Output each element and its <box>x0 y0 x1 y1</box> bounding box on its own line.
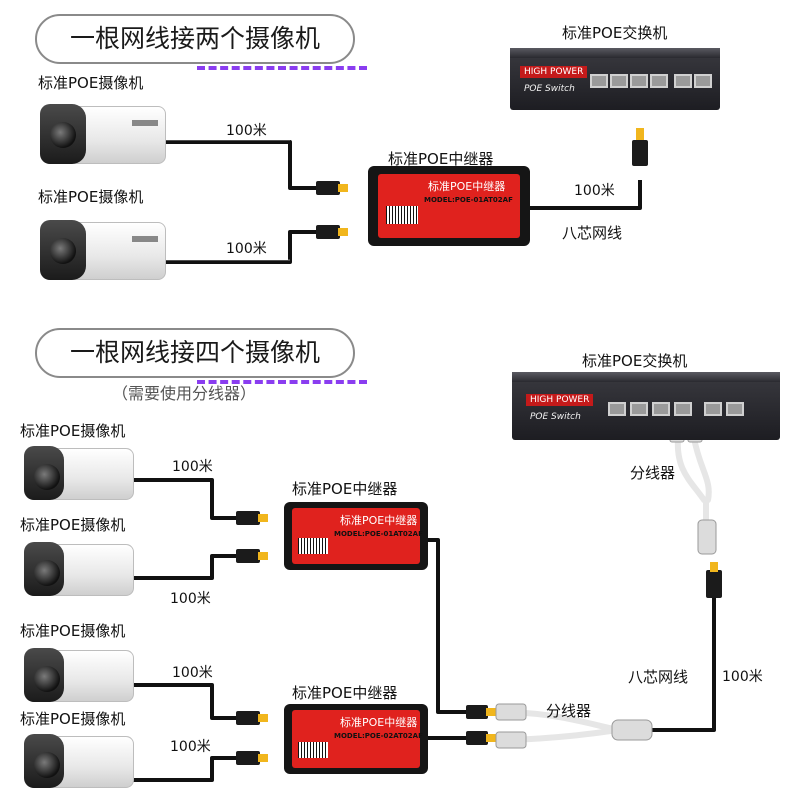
distance-label: 100米 <box>172 459 213 475</box>
camera-label: 标准POE摄像机 <box>20 710 126 728</box>
camera-label: 标准POE摄像机 <box>20 516 126 534</box>
camera-label: 标准POE摄像机 <box>20 422 126 440</box>
switch-brand: HIGH POWER <box>520 66 588 78</box>
camera-image <box>24 538 136 610</box>
splitter-label: 分线器 <box>546 702 592 720</box>
camera-image <box>40 100 170 180</box>
section2-title-pill: 一根网线接四个摄像机 <box>35 328 367 384</box>
title-underline-dash <box>197 380 367 384</box>
cable-cam-a <box>130 478 240 520</box>
section1-title-pill: 一根网线接两个摄像机 <box>35 14 367 70</box>
cable-cam1-to-repeater <box>165 140 320 190</box>
repeater-model: MODEL:POE-01AT02AF <box>424 196 513 204</box>
switch-name: POE Switch <box>524 84 575 94</box>
cable-cam-c <box>130 683 240 720</box>
repeater-title: 标准POE中继器 <box>340 514 418 527</box>
switch-brand: HIGH POWER <box>526 394 594 406</box>
camera-label: 标准POE摄像机 <box>20 622 126 640</box>
cable-repeater-to-switch <box>528 180 642 210</box>
repeater-label: 标准POE中继器 <box>292 480 398 498</box>
section1-title: 一根网线接两个摄像机 <box>69 24 320 53</box>
camera-image <box>24 730 136 796</box>
distance-label: 100米 <box>170 591 211 607</box>
splitter-label: 分线器 <box>630 464 676 482</box>
poe-repeater: 标准POE中继器 MODEL:POE-02AT02AF <box>284 704 428 774</box>
cable-uplink <box>650 598 716 732</box>
section2-title: 一根网线接四个摄像机 <box>69 338 320 367</box>
uplink-distance: 100米 <box>722 669 763 685</box>
poe-switch: HIGH POWER POE Switch <box>512 372 780 440</box>
section2-subtitle: （需要使用分线器） <box>112 384 257 403</box>
repeater-title: 标准POE中继器 <box>340 716 418 729</box>
camera-image <box>24 442 136 514</box>
switch-label: 标准POE交换机 <box>562 24 668 42</box>
repeater-label: 标准POE中继器 <box>292 684 398 702</box>
cable-cam-d <box>130 756 240 782</box>
poe-switch: HIGH POWER POE Switch <box>510 48 720 110</box>
camera-label: 标准POE摄像机 <box>38 188 144 206</box>
switch-label: 标准POE交换机 <box>582 352 688 370</box>
repeater-label: 标准POE中继器 <box>388 150 494 168</box>
camera-label: 标准POE摄像机 <box>38 74 144 92</box>
cable-cam2-to-repeater <box>165 230 320 264</box>
repeater-model: MODEL:POE-01AT02AF <box>334 530 423 538</box>
poe-repeater: 标准POE中继器 MODEL:POE-01AT02AF <box>284 502 428 570</box>
distance-label: 100米 <box>226 241 267 257</box>
title-underline-dash <box>197 66 367 70</box>
distance-label: 100米 <box>170 739 211 755</box>
poe-repeater: 标准POE中继器 MODEL:POE-01AT02AF <box>368 166 530 246</box>
cable-label: 八芯网线 <box>628 668 689 686</box>
camera-image <box>40 216 170 296</box>
distance-label: 100米 <box>172 665 213 681</box>
repeater-title: 标准POE中继器 <box>428 180 506 193</box>
uplink-distance: 100米 <box>574 183 615 199</box>
cable-cam-b <box>130 554 240 580</box>
repeater-model: MODEL:POE-02AT02AF <box>334 732 423 740</box>
switch-name: POE Switch <box>530 412 581 422</box>
camera-image <box>24 644 136 716</box>
distance-label: 100米 <box>226 123 267 139</box>
cable-rep1-to-splitter <box>425 538 470 714</box>
cable-label: 八芯网线 <box>562 224 623 242</box>
